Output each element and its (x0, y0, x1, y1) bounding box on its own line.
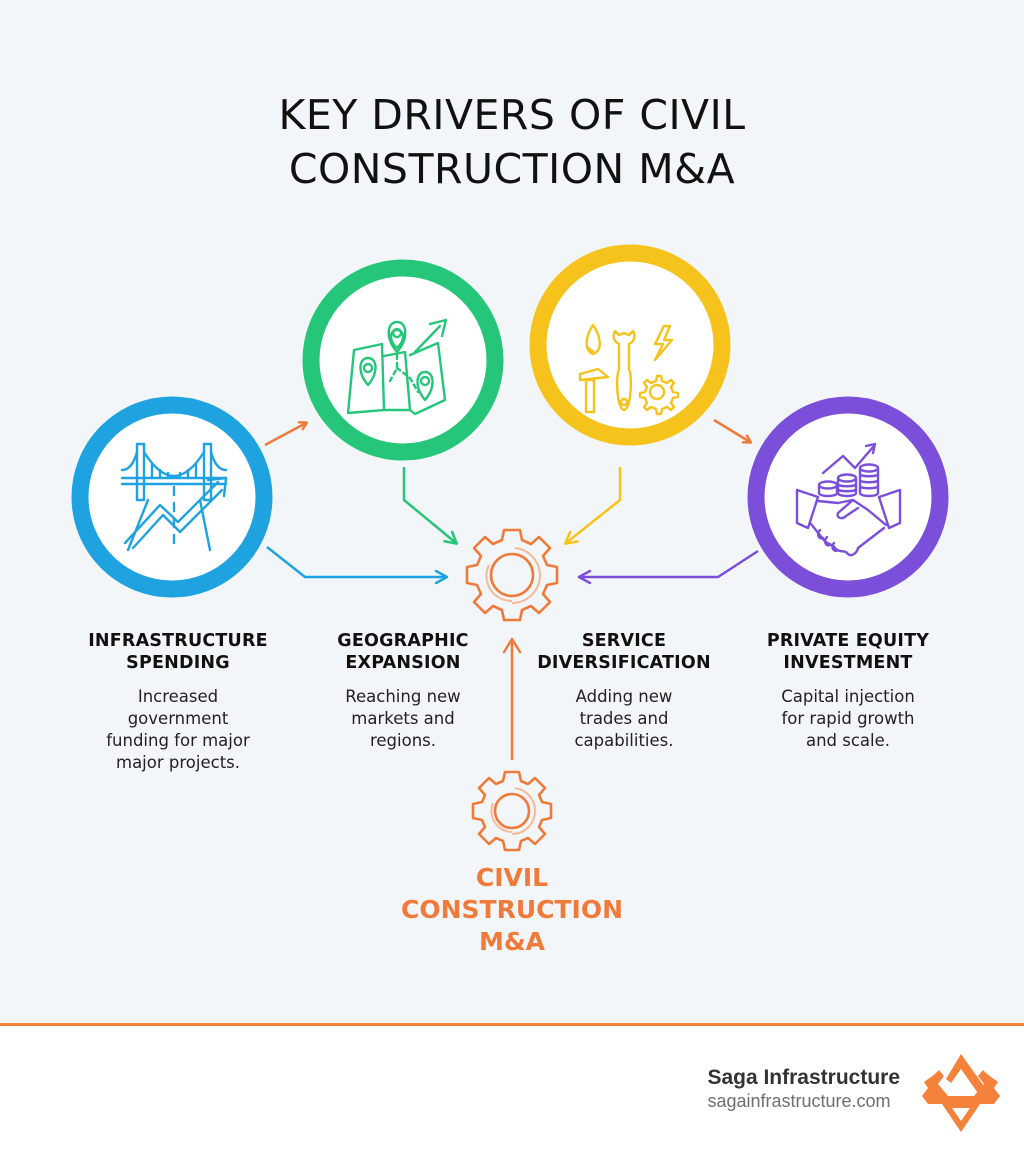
arrow-equity-to-center (577, 549, 759, 585)
arrow-service-to-equity (713, 418, 750, 442)
center-gear-icon (465, 528, 559, 622)
map-pins-icon (346, 318, 448, 416)
brand-block: Saga Infrastructure sagainfrastructure.c… (707, 1066, 900, 1112)
arrow-infrastructure-to-geographic (264, 423, 306, 447)
arrow-service-to-center (563, 467, 622, 545)
title-line-1: KEY DRIVERS OF CIVIL (278, 91, 746, 139)
brand-url[interactable]: sagainfrastructure.com (707, 1091, 891, 1111)
bridge-growth-icon (120, 442, 228, 552)
driver-heading: SERVICE DIVERSIFICATION (537, 631, 711, 673)
page-title: KEY DRIVERS OF CIVIL CONSTRUCTION M&A (0, 88, 1024, 196)
driver-description: Reaching new markets and regions. (345, 687, 461, 750)
driver-heading: GEOGRAPHIC EXPANSION (337, 631, 469, 673)
driver-service-diversification: SERVICE DIVERSIFICATION Adding new trade… (509, 630, 739, 752)
center-label: CIVIL CONSTRUCTION M&A (400, 863, 623, 956)
circle-geographic-expansion (302, 259, 504, 461)
bottom-gear-icon (471, 770, 553, 852)
circle-private-equity-investment (747, 396, 949, 598)
saga-triangle-logo-icon (922, 1054, 1000, 1132)
driver-private-equity-investment: PRIVATE EQUITY INVESTMENT Capital inject… (733, 630, 963, 752)
footer (0, 1026, 1024, 1154)
circle-service-diversification (529, 244, 731, 446)
brand-name: Saga Infrastructure (707, 1066, 900, 1089)
trade-tools-icon (578, 323, 680, 416)
driver-description: Adding new trades and capabilities. (574, 687, 674, 750)
driver-description: Capital injection for rapid growth and s… (781, 687, 915, 750)
drivers-diagram (71, 244, 949, 852)
circle-infrastructure-spending (71, 396, 273, 598)
arrow-infrastructure-to-center (266, 546, 449, 585)
title-line-2: CONSTRUCTION M&A (288, 145, 736, 193)
driver-heading: INFRASTRUCTURE SPENDING (88, 631, 268, 673)
driver-infrastructure-spending: INFRASTRUCTURE SPENDING Increased govern… (63, 630, 293, 774)
driver-geographic-expansion: GEOGRAPHIC EXPANSION Reaching new market… (288, 630, 518, 752)
arrow-geographic-to-center (402, 467, 459, 545)
connector-arrows (264, 418, 759, 760)
driver-description: Increased government funding for major m… (106, 687, 250, 772)
driver-heading: PRIVATE EQUITY INVESTMENT (766, 631, 930, 673)
footer-divider (0, 1023, 1024, 1026)
handshake-coins-icon (795, 442, 902, 557)
